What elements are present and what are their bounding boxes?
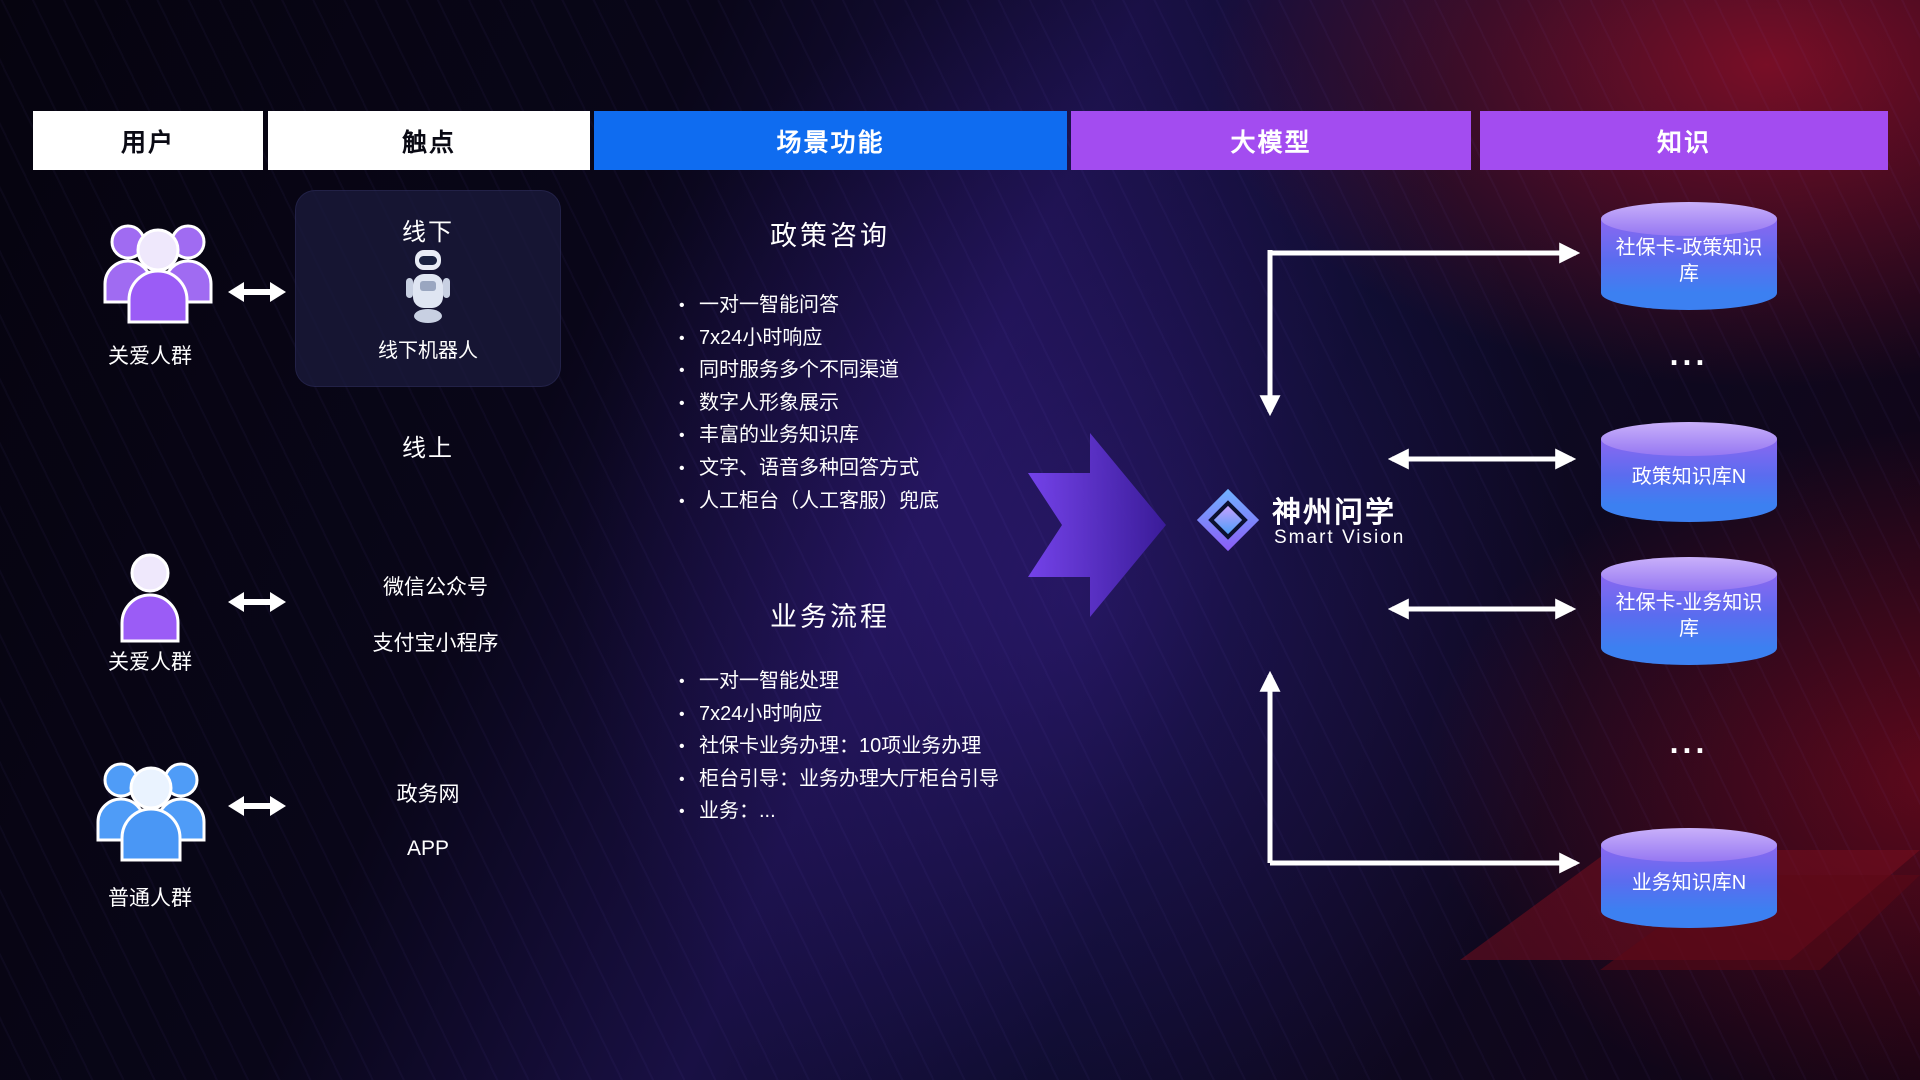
bullet-item: 7x24小时响应 — [677, 322, 1107, 355]
bullet-item: 业务：... — [677, 795, 1107, 828]
channel-gov-web: 政务网 — [396, 783, 460, 806]
bullet-item: 一对一智能处理 — [677, 665, 1107, 698]
knowledge-connector-arrows — [1259, 242, 1581, 874]
channel-wechat: 微信公众号 — [383, 576, 488, 599]
kb-business-n-cylinder: 业务知识库N — [1601, 828, 1777, 928]
knowledge-ellipsis-2: ... — [1669, 724, 1709, 760]
kb-social-business-cylinder: 社保卡-业务知识库 — [1601, 557, 1777, 665]
cylinder-top — [1601, 828, 1777, 862]
brand-subtitle: Smart Vision — [1274, 527, 1406, 548]
general-group-icon — [96, 762, 206, 862]
care-group-icon — [103, 224, 213, 324]
double-arrow-icon-1 — [228, 282, 286, 302]
smart-vision-logo-icon — [1196, 488, 1260, 552]
bullet-item: 丰富的业务知识库 — [677, 419, 1107, 452]
kb-label: 社保卡-政策知识库 — [1615, 237, 1763, 285]
cylinder-top — [1601, 202, 1777, 236]
channel-app: APP — [406, 837, 450, 860]
header-knowledge: 知识 — [1480, 111, 1888, 170]
kb-label: 政策知识库N — [1631, 466, 1747, 488]
bullet-item: 人工柜台（人工客服）兜底 — [677, 485, 1107, 518]
cylinder-top — [1601, 422, 1777, 456]
general-group-label: 普通人群 — [108, 887, 192, 910]
double-arrow-icon-2 — [228, 592, 286, 612]
online-title: 线上 — [402, 435, 454, 462]
header-large-model: 大模型 — [1071, 111, 1471, 170]
scene-section1-bullets: 一对一智能问答 7x24小时响应 同时服务多个不同渠道 数字人形象展示 丰富的业… — [677, 289, 1107, 518]
header-scene-functions: 场景功能 — [594, 111, 1067, 170]
care-person-icon — [120, 553, 180, 643]
kb-social-policy-cylinder: 社保卡-政策知识库 — [1601, 202, 1777, 310]
double-arrow-icon-3 — [228, 796, 286, 816]
channel-alipay: 支付宝小程序 — [372, 632, 499, 655]
flow-arrow — [1028, 433, 1166, 617]
scene-section2-bullets: 一对一智能处理 7x24小时响应 社保卡业务办理：10项业务办理 柜台引导：业务… — [677, 665, 1107, 829]
care-group-label-1: 关爱人群 — [108, 345, 192, 368]
offline-title: 线下 — [402, 219, 454, 246]
header-touchpoints-label: 触点 — [401, 128, 456, 157]
header-touchpoints: 触点 — [268, 111, 590, 170]
robot-icon — [406, 250, 450, 323]
brand-name: 神州问学 — [1272, 497, 1397, 529]
bullet-item: 数字人形象展示 — [677, 387, 1107, 420]
scene-section1-title: 政策咨询 — [770, 221, 890, 251]
header-users: 用户 — [33, 111, 263, 170]
scene-section2-title: 业务流程 — [770, 602, 890, 632]
bullet-item: 7x24小时响应 — [677, 698, 1107, 731]
header-users-label: 用户 — [120, 128, 175, 157]
header-knowledge-label: 知识 — [1656, 128, 1711, 157]
bullet-item: 文字、语音多种回答方式 — [677, 452, 1107, 485]
care-group-label-2: 关爱人群 — [108, 651, 192, 674]
cylinder-top — [1601, 557, 1777, 591]
bullet-item: 一对一智能问答 — [677, 289, 1107, 322]
bullet-item: 同时服务多个不同渠道 — [677, 354, 1107, 387]
header-large-model-label: 大模型 — [1230, 128, 1312, 157]
knowledge-ellipsis-1: ... — [1669, 336, 1709, 372]
kb-policy-n-cylinder: 政策知识库N — [1601, 422, 1777, 522]
bullet-item: 柜台引导：业务办理大厅柜台引导 — [677, 763, 1107, 796]
kb-label: 社保卡-业务知识库 — [1615, 592, 1763, 640]
kb-label: 业务知识库N — [1631, 872, 1747, 894]
bullet-item: 社保卡业务办理：10项业务办理 — [677, 730, 1107, 763]
header-scene-functions-label: 场景功能 — [776, 128, 885, 157]
offline-robot-label: 线下机器人 — [378, 340, 478, 362]
